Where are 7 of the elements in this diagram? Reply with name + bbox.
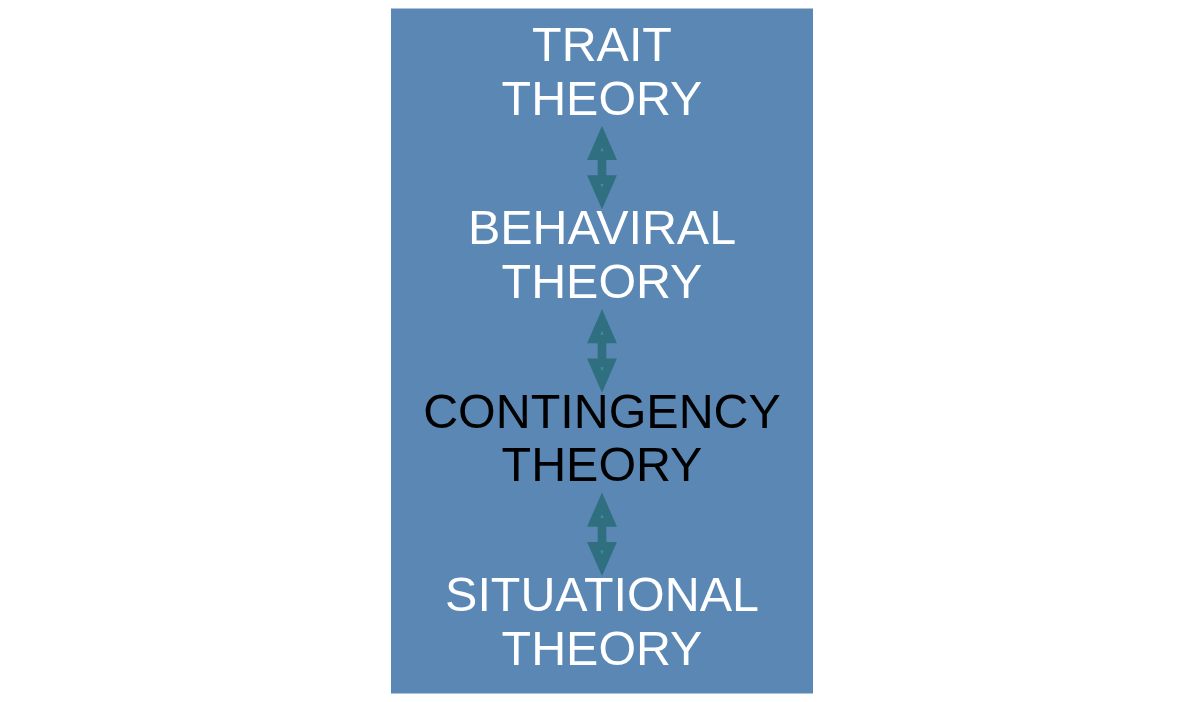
node-text: TRAIT THEORY [501, 17, 703, 125]
arrow [587, 309, 617, 393]
arrow [587, 492, 617, 577]
node-text: CONTINGENCY THEORY [423, 383, 781, 492]
arrow [587, 125, 617, 210]
node-text: SITUATIONAL THEORY [445, 567, 759, 675]
node-text: BEHAVIRAL THEORY [467, 200, 737, 309]
